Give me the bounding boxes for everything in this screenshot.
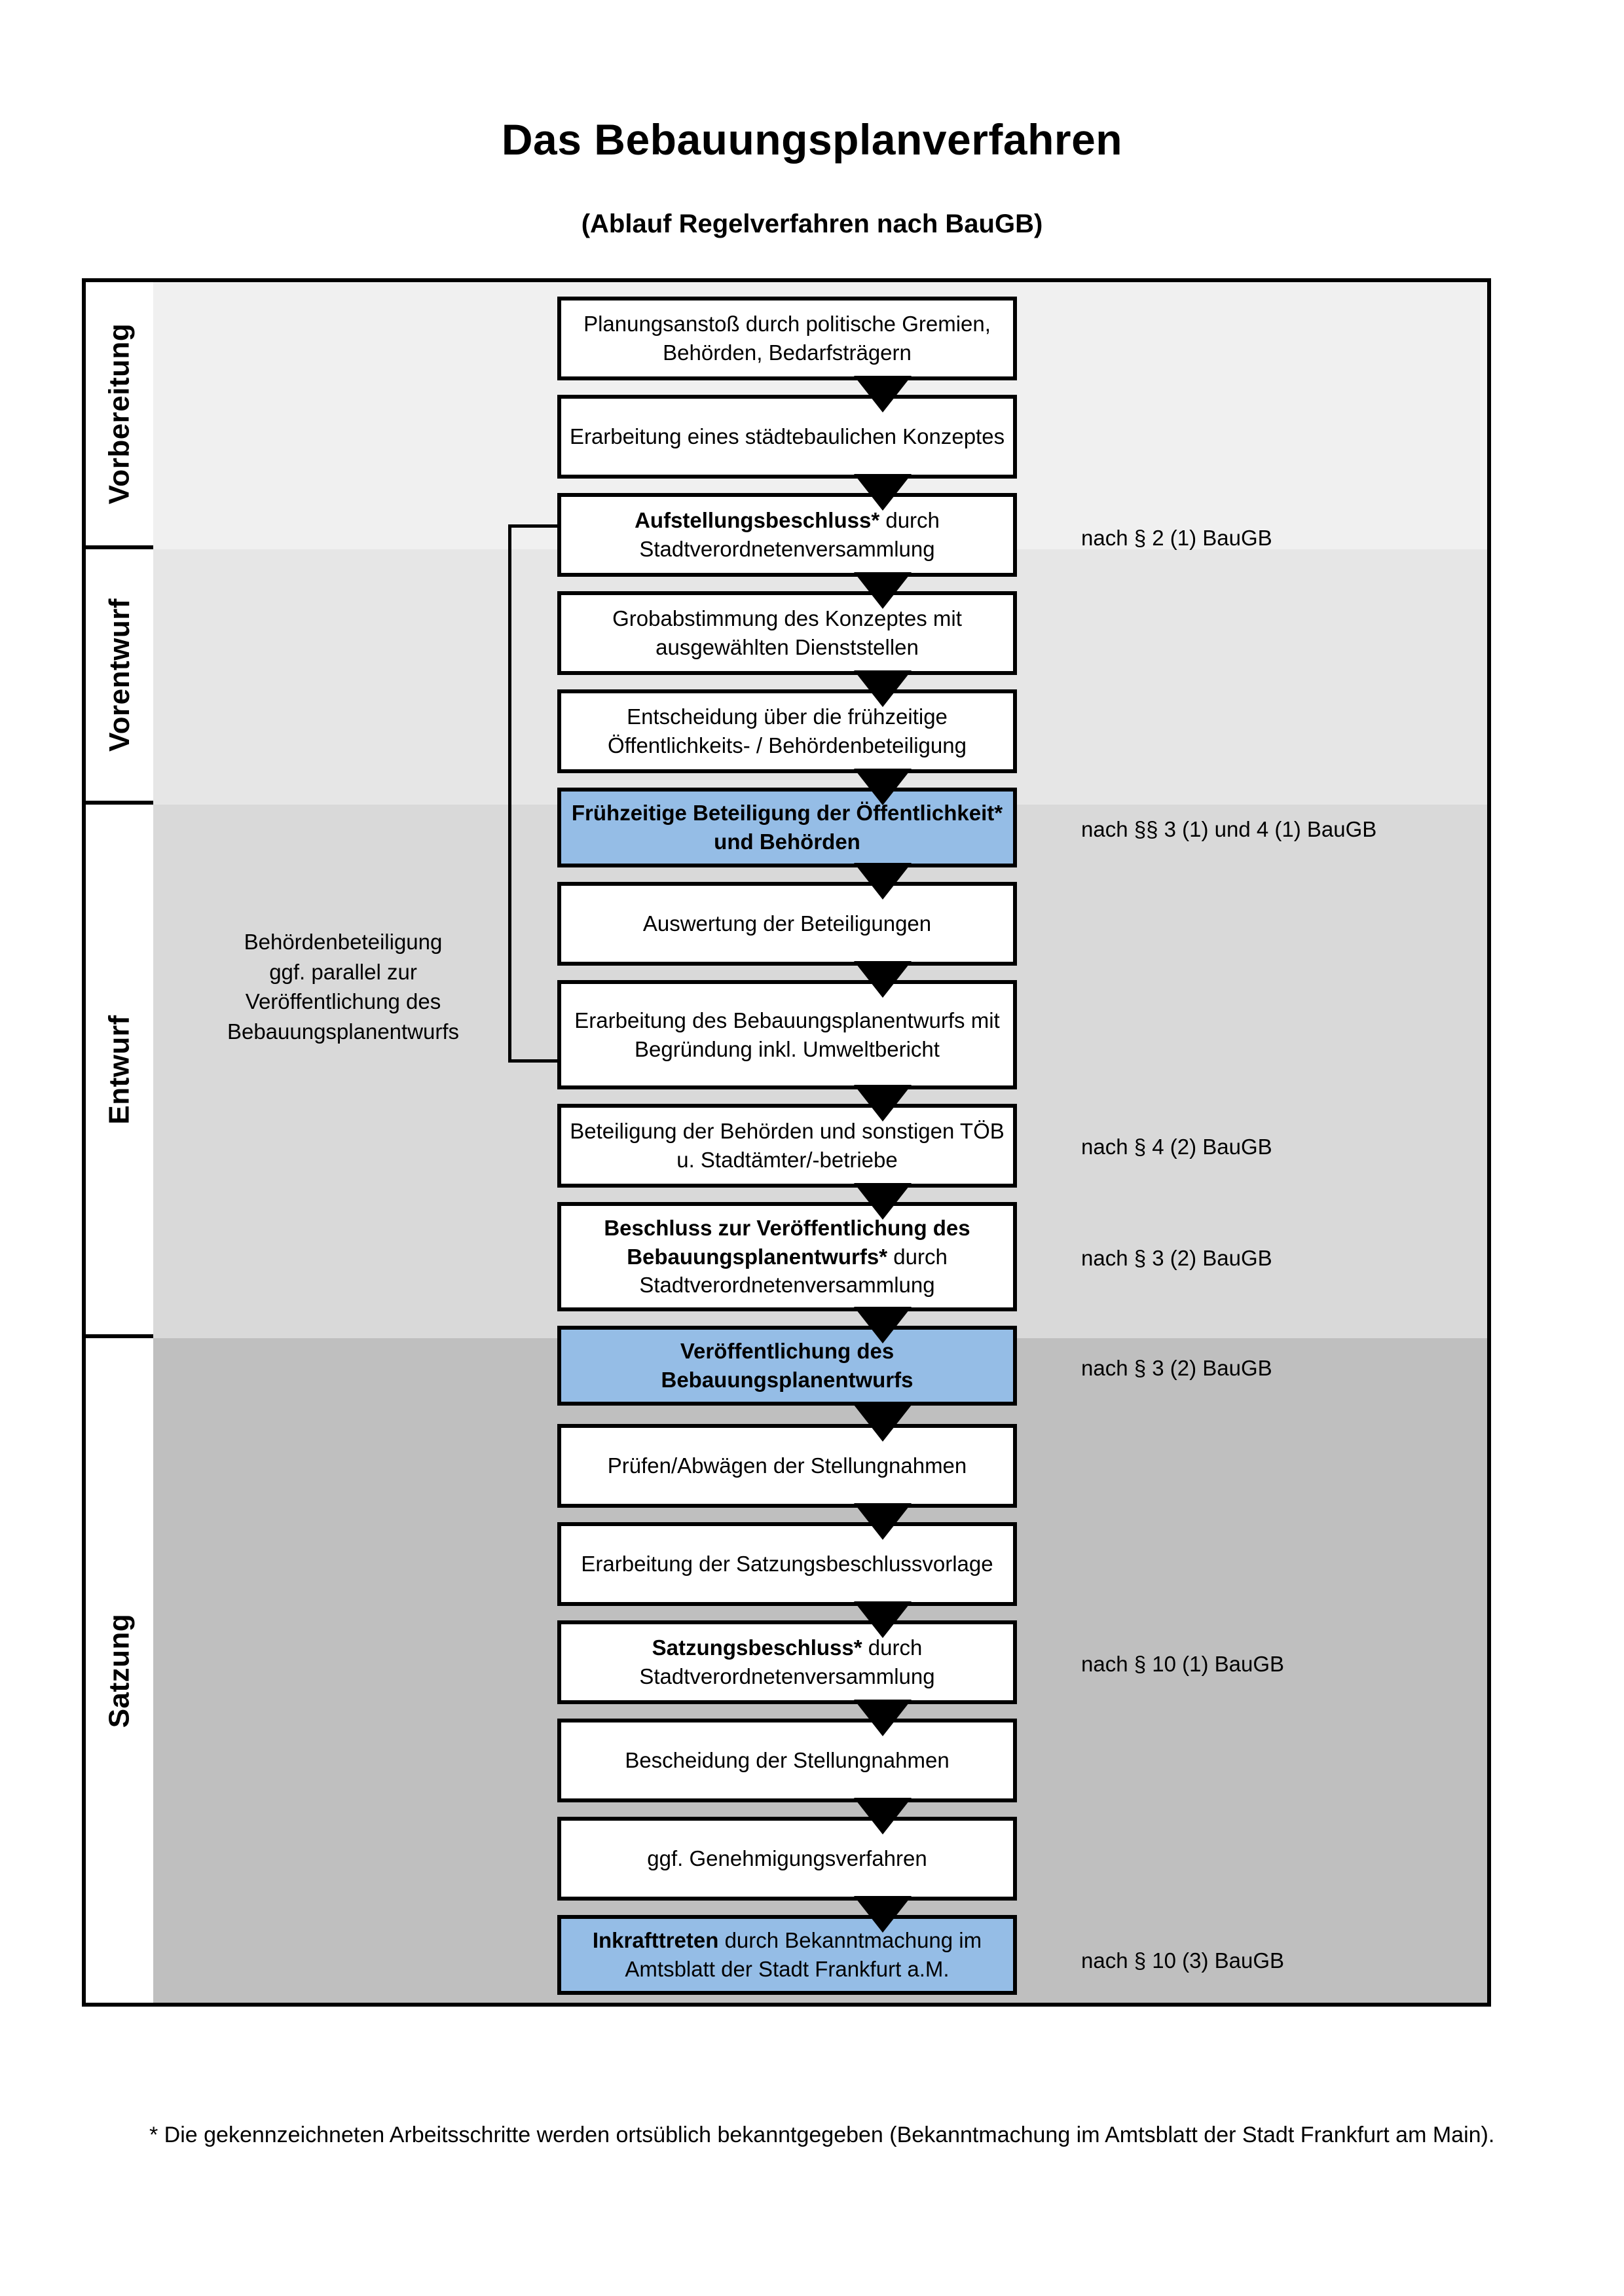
flow-node[interactable]: Planungsanstoß durch politische Gremien,…: [557, 297, 1017, 380]
phase-label-text: Vorbereitung: [103, 323, 136, 505]
flow-node[interactable]: Grobabstimmung des Konzeptes mit ausgewä…: [557, 591, 1017, 675]
phase-label-text: Entwurf: [103, 1014, 136, 1125]
flow-arrow: [854, 1896, 912, 1933]
flow-node-label: Entscheidung über die frühzeitige Öffent…: [608, 704, 967, 757]
flow-node[interactable]: Entscheidung über die frühzeitige Öffent…: [557, 689, 1017, 773]
flow-arrow: [854, 961, 912, 998]
phase-label-vorentwurf: Vorentwurf: [86, 549, 153, 805]
phase-label-entwurf: Entwurf: [86, 805, 153, 1338]
flow-node-rest: durch Stadtverordnetenversammlung: [639, 1635, 935, 1688]
law-reference: nach § 10 (1) BauGB: [1081, 1652, 1285, 1676]
flow-node-highlight[interactable]: Inkrafttreten durch Bekanntmachung im Am…: [557, 1915, 1017, 1995]
page-title: Das Bebauungsplanverfahren: [501, 115, 1123, 164]
flow-node-label: Bescheidung der Stellungnahmen: [625, 1748, 950, 1773]
flow-arrow: [854, 1700, 912, 1736]
flow-node[interactable]: Satzungsbeschluss* durch Stadtverordnete…: [557, 1620, 1017, 1704]
flow-node[interactable]: ggf. Genehmigungsverfahren: [557, 1817, 1017, 1901]
law-reference: nach § 10 (3) BauGB: [1081, 1948, 1285, 1973]
flow-node[interactable]: Erarbeitung der Satzungsbeschlussvorlage: [557, 1522, 1017, 1606]
phase-label-text: Satzung: [103, 1613, 136, 1728]
flow-node-label: Planungsanstoß durch politische Gremien,…: [583, 312, 991, 365]
flow-node-label: Aufstellungsbeschluss* durch Stadtverord…: [568, 506, 1006, 563]
flow-arrow: [854, 1601, 912, 1638]
flow-arrow: [854, 1307, 912, 1343]
flow-node[interactable]: Erarbeitung des Bebauungsplanentwurfs mi…: [557, 980, 1017, 1089]
flow-node-rest: durch Stadtverordnetenversammlung: [639, 1244, 948, 1298]
flow-node-bold: Beschluss zur Veröffentlichung des Bebau…: [604, 1216, 970, 1269]
flowchart-frame: Vorbereitung Vorentwurf Entwurf Satzung: [82, 278, 1491, 2007]
flow-node-label: Frühzeitige Beteiligung der Öffentlichke…: [568, 799, 1006, 856]
flow-node-label: Auswertung der Beteiligungen: [642, 911, 932, 936]
flow-node-label: Grobabstimmung des Konzeptes mit ausgewä…: [612, 606, 962, 659]
flow-node-label: Erarbeitung des Bebauungsplanentwurfs mi…: [574, 1008, 1000, 1061]
phase-label-vorbereitung: Vorbereitung: [86, 282, 153, 549]
flow-node-highlight[interactable]: Veröffentlichung des Bebauungsplanentwur…: [557, 1326, 1017, 1406]
parallel-path-note-line: Veröffentlichung des: [245, 989, 441, 1014]
flow-node-label: Prüfen/Abwägen der Stellungnahmen: [607, 1453, 967, 1478]
law-reference: nach § 4 (2) BauGB: [1081, 1135, 1272, 1159]
flow-arrow: [854, 1503, 912, 1540]
flow-node-label: Beteiligung der Behörden und sonstigen T…: [570, 1119, 1005, 1172]
flow-node[interactable]: Auswertung der Beteiligungen: [557, 882, 1017, 966]
phase-label-satzung: Satzung: [86, 1338, 153, 2003]
flow-node-rest: durch Stadtverordnetenversammlung: [639, 508, 940, 561]
flow-node-bold: Frühzeitige Beteiligung der Öffentlichke…: [571, 801, 1003, 854]
flow-arrow: [854, 1405, 912, 1442]
parallel-path-note: Behördenbeteiligung ggf. parallel zur Ve…: [183, 927, 504, 1046]
flow-arrow: [854, 376, 912, 412]
flow-arrow: [854, 769, 912, 805]
flow-arrow: [854, 474, 912, 511]
page-subtitle: (Ablauf Regelverfahren nach BauGB): [581, 210, 1043, 238]
flow-node-bold: Veröffentlichung des Bebauungsplanentwur…: [661, 1339, 913, 1392]
law-reference: nach § 2 (1) BauGB: [1081, 526, 1272, 550]
flow-node-label: Veröffentlichung des Bebauungsplanentwur…: [568, 1337, 1006, 1394]
flow-node[interactable]: Beteiligung der Behörden und sonstigen T…: [557, 1104, 1017, 1188]
phase-label-text: Vorentwurf: [103, 598, 136, 752]
flow-node-highlight[interactable]: Frühzeitige Beteiligung der Öffentlichke…: [557, 788, 1017, 867]
flow-node-rest: durch Bekanntmachung im Amtsblatt der St…: [625, 1928, 982, 1981]
flow-node[interactable]: Erarbeitung eines städtebaulichen Konzep…: [557, 395, 1017, 479]
flow-node-label: Erarbeitung eines städtebaulichen Konzep…: [569, 424, 1005, 449]
flow-arrow: [854, 572, 912, 609]
flow-arrow: [854, 1085, 912, 1121]
flow-node-bold: Satzungsbeschluss*: [652, 1635, 862, 1660]
flow-arrow: [854, 1798, 912, 1834]
flow-node[interactable]: Aufstellungsbeschluss* durch Stadtverord…: [557, 493, 1017, 577]
law-reference: nach §§ 3 (1) und 4 (1) BauGB: [1081, 817, 1377, 841]
parallel-path-note-line: ggf. parallel zur: [269, 959, 417, 984]
parallel-path-note-line: Behördenbeteiligung: [244, 930, 443, 954]
flow-node-label: Erarbeitung der Satzungsbeschlussvorlage: [581, 1552, 993, 1576]
flow-node-bold: Aufstellungsbeschluss*: [635, 508, 880, 533]
parallel-path-note-line: Bebauungsplanentwurfs: [227, 1019, 460, 1044]
flow-node[interactable]: Bescheidung der Stellungnahmen: [557, 1719, 1017, 1802]
phase-label-column: Vorbereitung Vorentwurf Entwurf Satzung: [86, 282, 153, 2003]
flow-node-label: Satzungsbeschluss* durch Stadtverordnete…: [568, 1633, 1006, 1690]
flow-arrow: [854, 1183, 912, 1220]
flow-node-label: ggf. Genehmigungsverfahren: [647, 1846, 927, 1871]
flow-node-label: Beschluss zur Veröffentlichung des Bebau…: [568, 1214, 1006, 1300]
law-reference: nach § 3 (2) BauGB: [1081, 1356, 1272, 1380]
flow-node-label: Inkrafttreten durch Bekanntmachung im Am…: [568, 1926, 1006, 1983]
flow-arrow: [854, 670, 912, 707]
flow-arrow: [854, 863, 912, 900]
footnote: * Die gekennzeichneten Arbeitsschritte w…: [149, 2123, 1495, 2147]
flow-node-bold: Inkrafttreten: [592, 1928, 719, 1953]
flow-node[interactable]: Beschluss zur Veröffentlichung des Bebau…: [557, 1202, 1017, 1311]
flow-node[interactable]: Prüfen/Abwägen der Stellungnahmen: [557, 1424, 1017, 1508]
law-reference: nach § 3 (2) BauGB: [1081, 1246, 1272, 1270]
